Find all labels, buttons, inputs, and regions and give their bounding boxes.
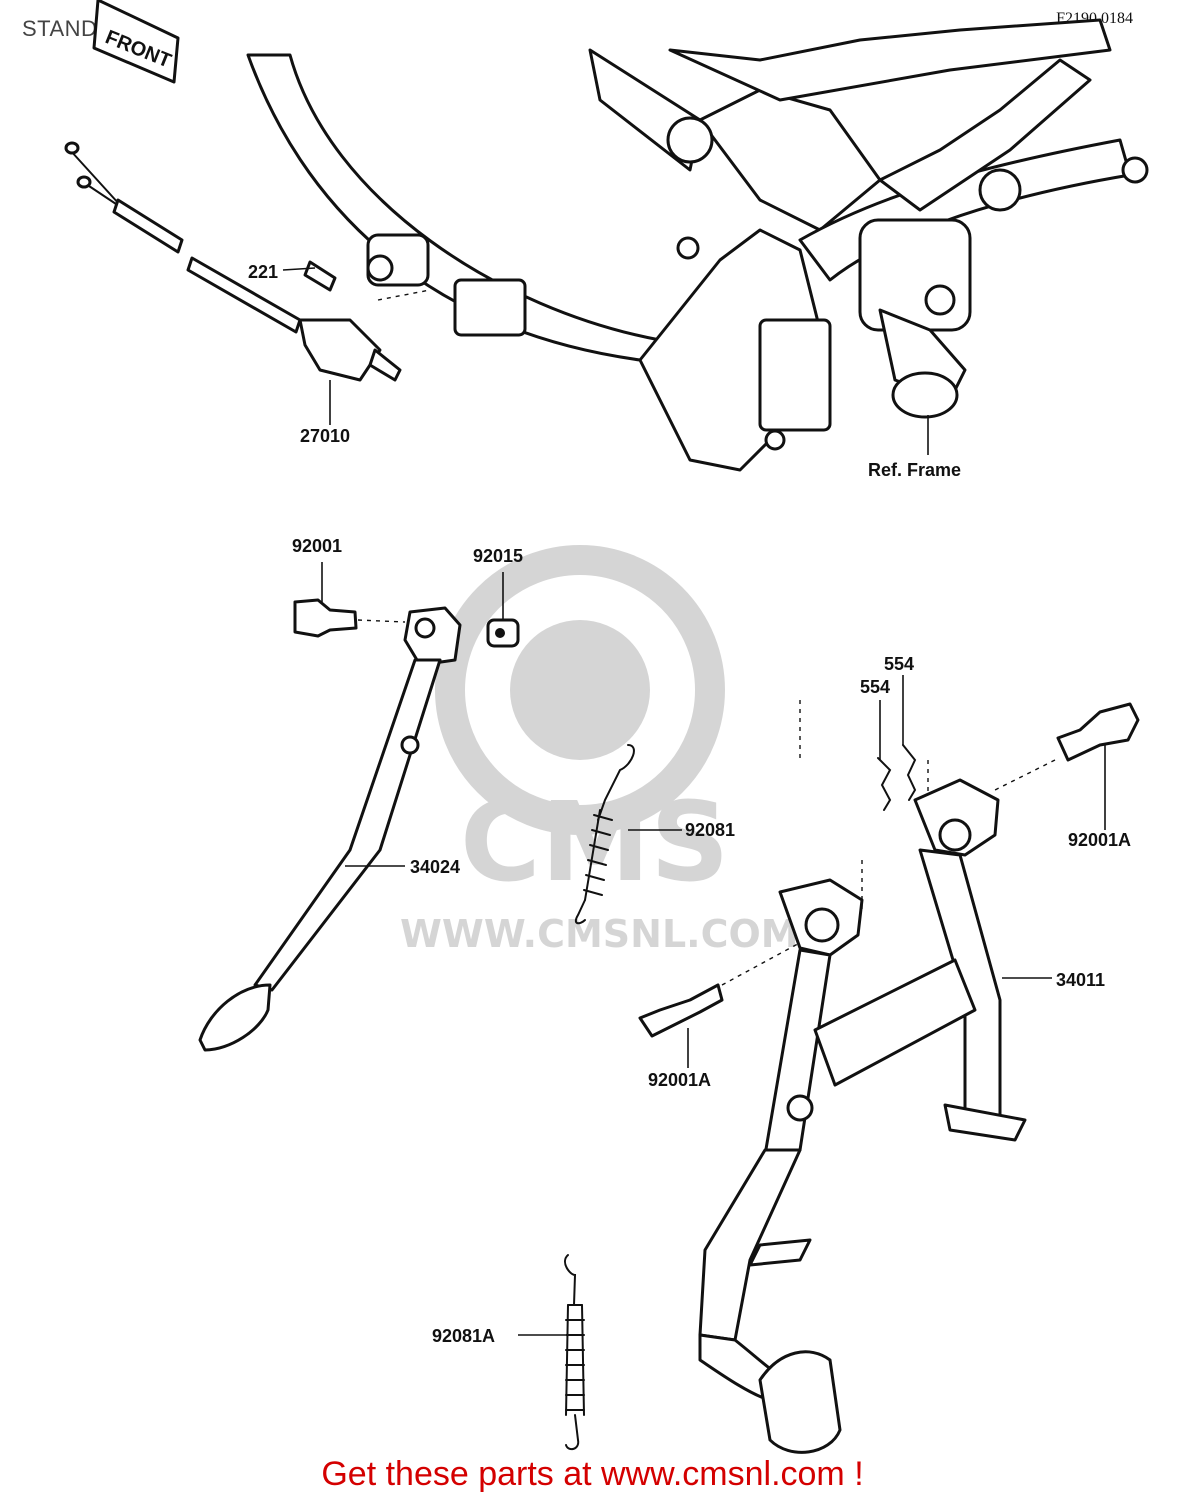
part-554-clips: [799, 700, 929, 910]
label-554-bottom: 554: [860, 677, 890, 697]
part-92081A-spring: [564, 1254, 585, 1451]
label-92015: 92015: [473, 546, 523, 566]
part-92015-nut: [486, 618, 520, 648]
label-27010: 27010: [300, 426, 350, 446]
part-92001-bolt: [293, 598, 406, 638]
label-92081: 92081: [685, 820, 735, 840]
part-92001A-bolt-right: [994, 702, 1140, 791]
label-221: 221: [248, 262, 278, 282]
label-34011: 34011: [1056, 970, 1105, 990]
front-tag-icon: FRONT: [92, 0, 180, 84]
frame-assembly: [246, 18, 1149, 472]
label-ref-frame: Ref. Frame: [868, 460, 961, 480]
label-92001A-right: 92001A: [1068, 830, 1131, 850]
part-34011-center-stand: [698, 778, 1027, 1454]
page-title: STAND: [22, 16, 98, 41]
part-27010-switch: [64, 141, 402, 382]
part-92001A-bolt-left: [638, 939, 806, 1038]
part-34024-side-stand: [198, 606, 462, 1052]
label-34024: 34024: [410, 857, 460, 877]
label-92001A-left: 92001A: [648, 1070, 711, 1090]
label-92001: 92001: [292, 536, 342, 556]
footer-link[interactable]: Get these parts at www.cmsnl.com !: [321, 1455, 864, 1493]
part-92081-spring: [574, 744, 635, 925]
label-92081A: 92081A: [432, 1326, 495, 1346]
leader-lines: [282, 267, 1106, 1336]
label-554-top: 554: [884, 654, 914, 674]
